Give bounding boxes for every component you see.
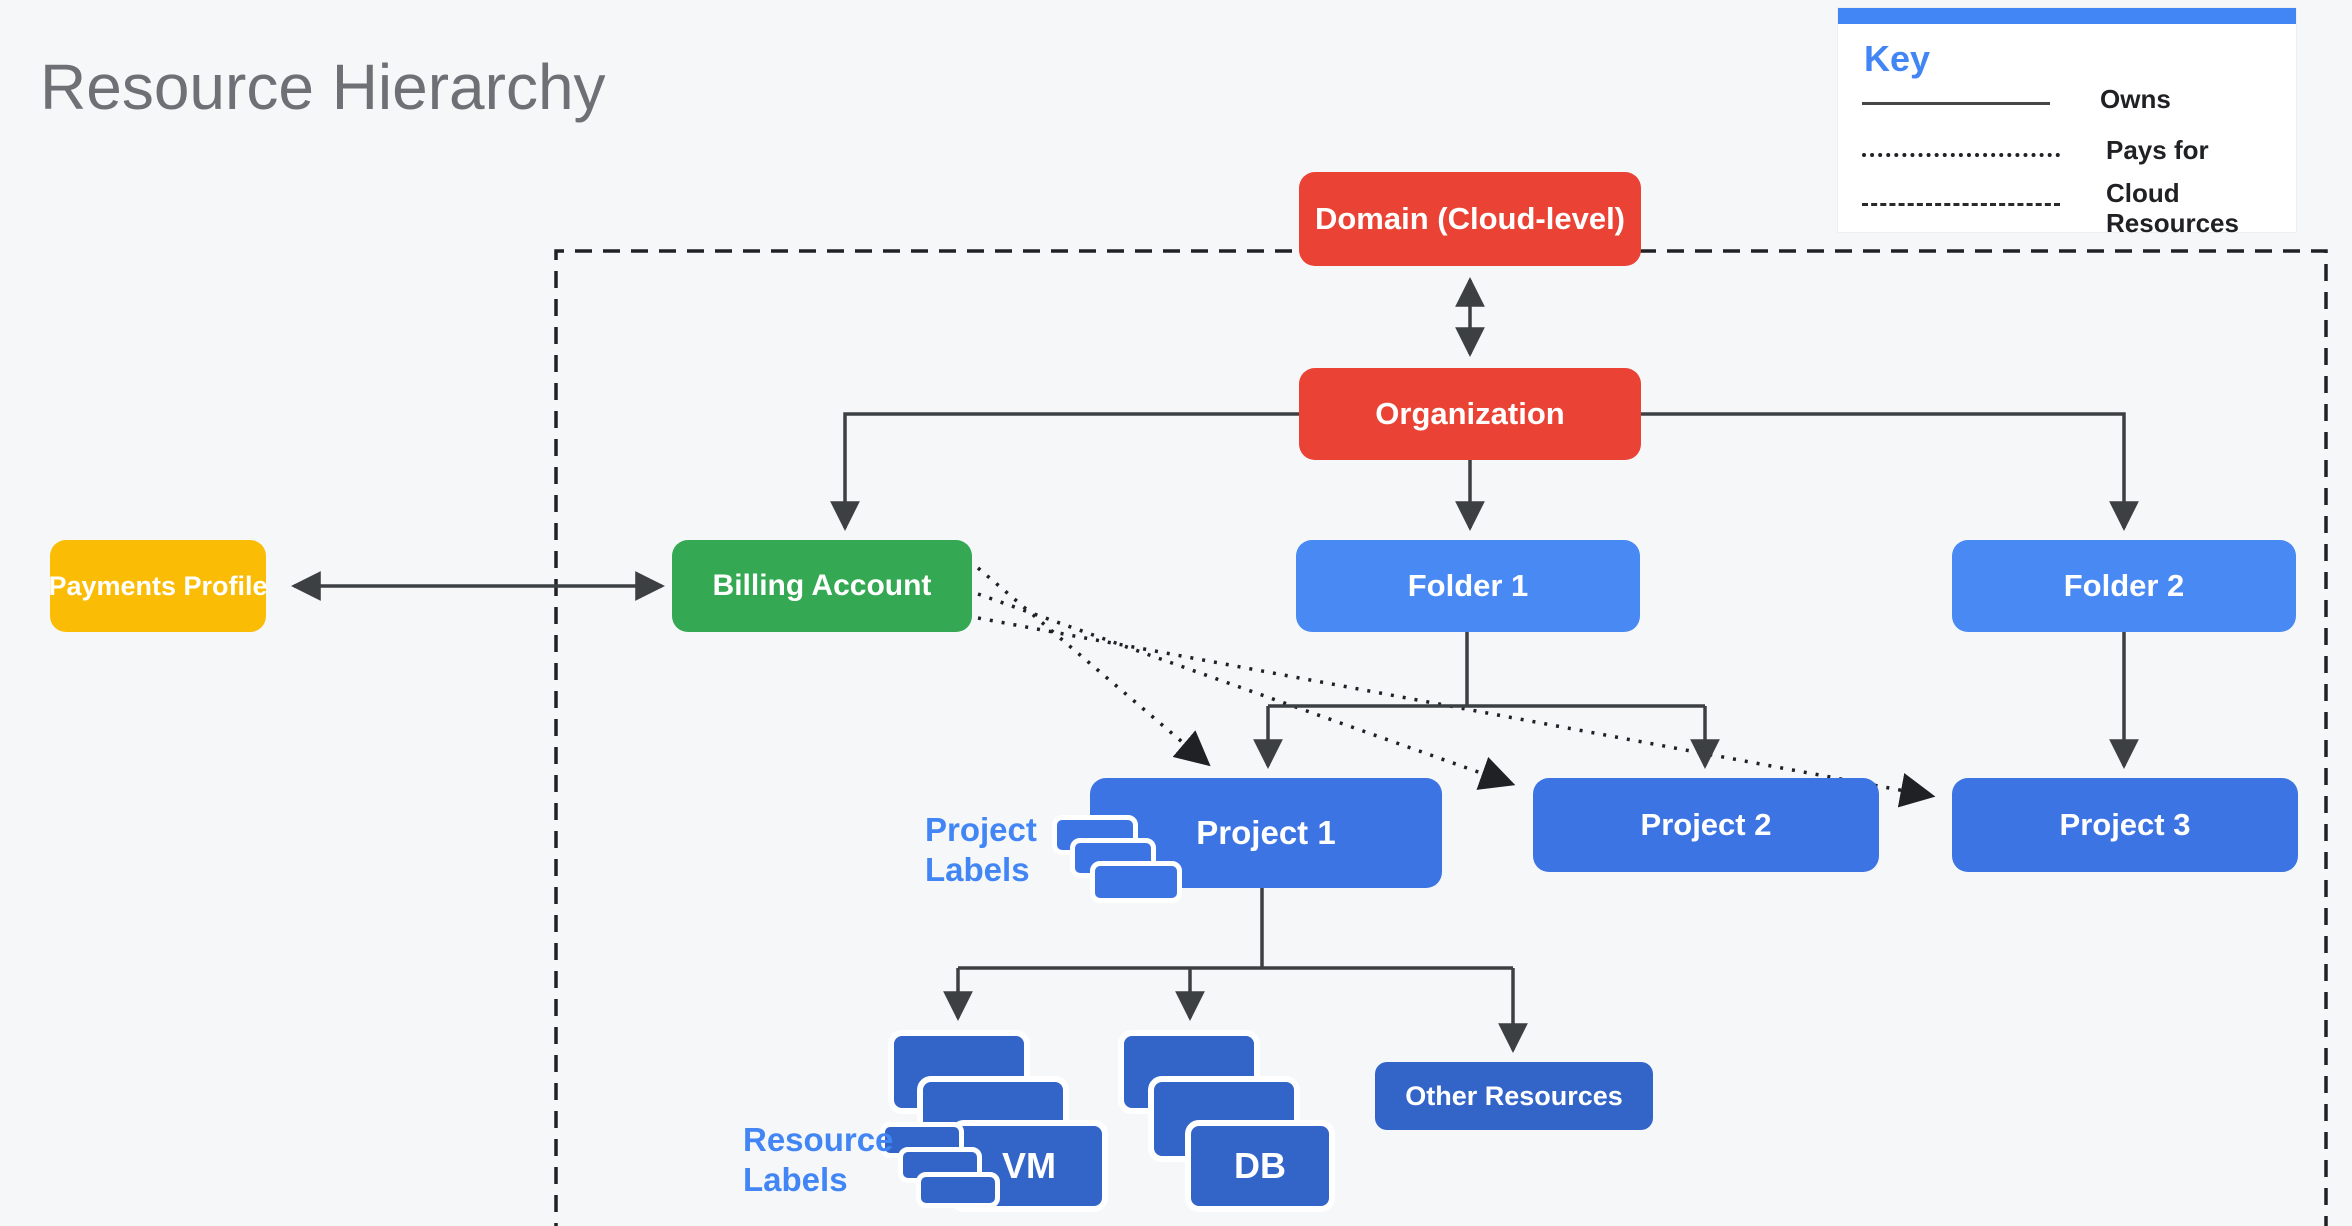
project-label-chip [1090, 861, 1182, 903]
node-organization: Organization [1299, 368, 1641, 460]
cloud-resources-boundary [554, 249, 2328, 1226]
node-folder-1-label: Folder 1 [1407, 568, 1529, 603]
node-domain: Domain (Cloud-level) [1299, 172, 1641, 266]
node-project-3-label: Project 3 [2059, 807, 2191, 842]
node-project-2: Project 2 [1533, 778, 1879, 872]
resource-label-chip [916, 1172, 1000, 1208]
node-folder-2-label: Folder 2 [2063, 568, 2185, 603]
project1-split-stem [958, 888, 1513, 970]
page-title: Resource Hierarchy [40, 51, 606, 123]
vm-label: VM [1002, 1145, 1056, 1186]
organization-billing-arrow [830, 412, 1299, 531]
node-payments-profile: Payments Profile [48, 540, 268, 632]
node-project-3: Project 3 [1952, 778, 2298, 872]
key-label-cloud-resources: Cloud Resources [2106, 178, 2239, 238]
key-label-pays-for: Pays for [2106, 135, 2209, 165]
key-label-owns: Owns [2100, 84, 2171, 114]
db-stack-card-front: DB [1185, 1120, 1335, 1212]
db-label: DB [1234, 1145, 1286, 1186]
node-billing-account: Billing Account [672, 540, 972, 632]
node-other-resources-label: Other Resources [1405, 1080, 1623, 1111]
node-organization-label: Organization [1375, 396, 1565, 431]
node-payments-profile-label: Payments Profile [48, 570, 268, 601]
key-panel: Key Owns Pays for Cloud Resources [1838, 8, 2296, 238]
node-domain-label: Domain (Cloud-level) [1314, 201, 1625, 236]
node-folder-2: Folder 2 [1952, 540, 2296, 632]
key-heading: Key [1864, 38, 1931, 79]
folder1-split-stem [1268, 632, 1705, 708]
organization-folder2-arrow [1641, 412, 2139, 531]
node-project-2-label: Project 2 [1640, 807, 1772, 842]
key-dotted-line-sample [1862, 153, 2060, 157]
node-folder-1: Folder 1 [1296, 540, 1640, 632]
key-dashed-line-sample [1862, 203, 2060, 206]
node-project-1-label: Project 1 [1196, 814, 1336, 851]
node-other-resources: Other Resources [1375, 1062, 1653, 1130]
node-billing-account-label: Billing Account [712, 569, 932, 602]
pays-for-arrow-project1 [976, 566, 1211, 767]
key-solid-line-sample [1862, 102, 2050, 105]
key-topbar [1838, 8, 2296, 24]
